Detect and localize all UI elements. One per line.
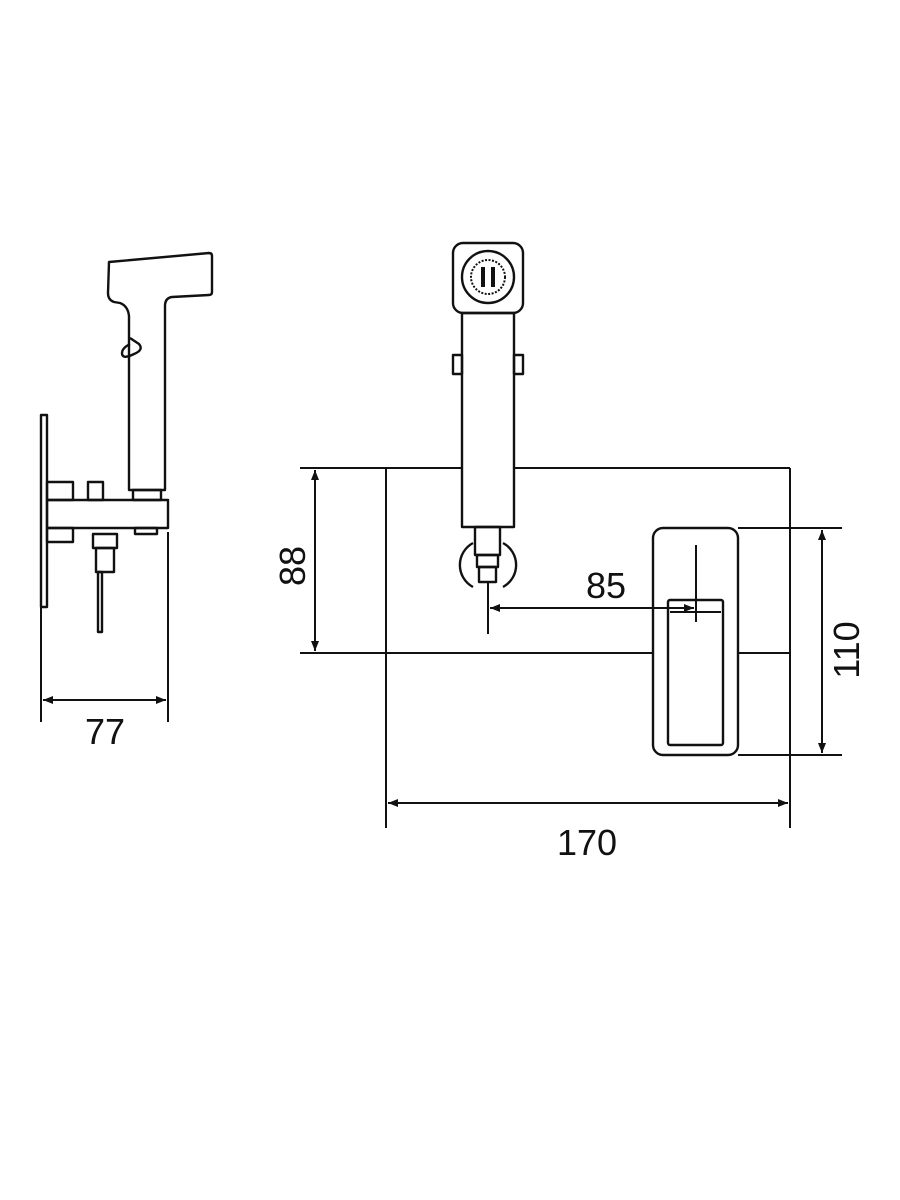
mixer-handle-plate [651,526,740,757]
lower-block [45,526,75,544]
nozzle-slot [481,267,485,287]
base-bar [45,498,170,530]
hand-shower-side [106,251,214,492]
holder-ring [458,541,518,589]
valve-nut [91,532,119,550]
side-view: 77 [39,251,214,752]
dimension-label-170: 170 [557,822,617,863]
trigger-lever [120,337,142,358]
nozzle-ring [470,259,506,295]
nozzle-slot [491,267,495,287]
dimension-label-110: 110 [826,621,867,678]
valve-body [94,546,116,574]
side-button [451,353,464,376]
lower-block [133,526,159,536]
hand-shower-body [460,311,516,529]
dimension-label-77: 77 [85,711,125,752]
upper-block [86,480,105,502]
dimension-label-88: 88 [272,546,313,586]
spray-face [460,249,516,305]
hose-stem [96,570,104,634]
front-view: 88 85 110 170 [272,241,867,863]
hose-connector [477,565,498,584]
side-button [512,353,525,376]
hose-connector [473,525,502,557]
hose-connector [475,553,500,569]
upper-block [45,480,75,502]
dimension-label-85: 85 [586,565,626,606]
collar [131,488,163,502]
